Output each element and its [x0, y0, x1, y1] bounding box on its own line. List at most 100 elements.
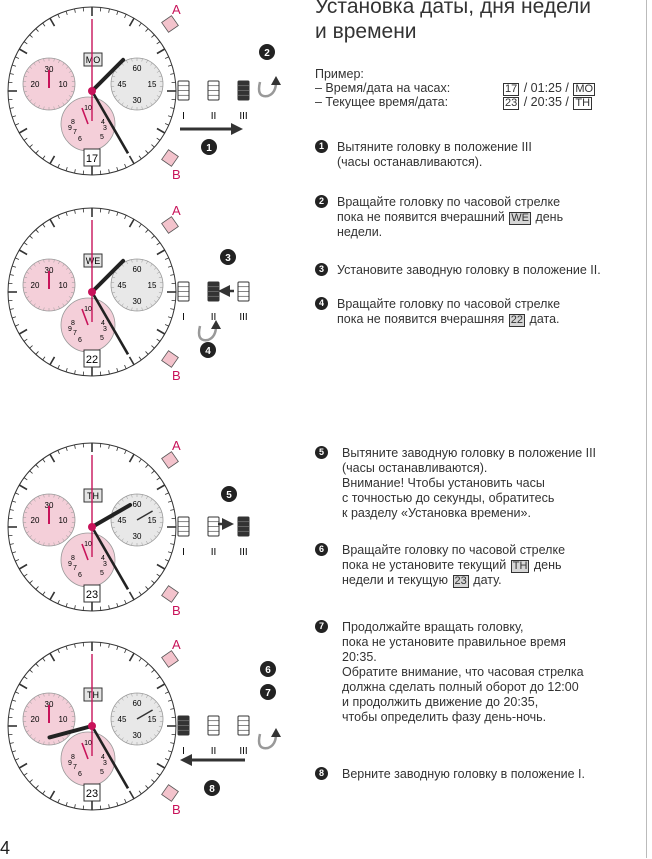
tick-mark	[130, 219, 135, 227]
tick-mark	[19, 485, 27, 490]
tick-mark	[50, 18, 55, 26]
tick-mark	[24, 677, 27, 679]
tick-mark	[10, 108, 14, 109]
rotate-arrow-icon	[259, 76, 281, 96]
tick-mark	[146, 230, 149, 233]
tick-mark	[168, 65, 172, 66]
tick-mark	[75, 370, 76, 374]
tick-mark	[75, 169, 76, 173]
subdial-label: 5	[100, 134, 104, 141]
tick-mark	[19, 250, 27, 255]
tick-mark	[151, 346, 154, 349]
tick-mark	[130, 18, 135, 26]
tick-mark	[151, 780, 154, 783]
tick-mark	[43, 791, 45, 794]
subdial-label: 10	[59, 80, 68, 89]
step-marker: 1	[201, 139, 217, 155]
tick-mark	[109, 9, 110, 13]
tick-mark	[109, 370, 110, 374]
tick-mark	[50, 156, 55, 164]
date-text: 22	[86, 354, 98, 366]
day-text: TH	[87, 491, 99, 501]
tick-mark	[130, 791, 135, 799]
day-text: WE	[86, 256, 101, 266]
step-marker-number: 5	[226, 490, 232, 501]
tick-mark	[151, 145, 154, 148]
crown-position-label: II	[211, 746, 217, 757]
tick-mark	[157, 243, 160, 245]
step-marker: 2	[259, 44, 275, 60]
tick-mark	[30, 670, 33, 673]
subdial-label: 9	[68, 760, 72, 767]
tick-mark	[117, 368, 118, 372]
pusher-b	[162, 351, 179, 368]
tick-mark	[117, 167, 118, 171]
tick-mark	[139, 658, 141, 661]
subdial-label: 5	[100, 769, 104, 776]
crown-position-label: II	[211, 547, 217, 558]
subdial-label: 15	[148, 281, 157, 290]
tick-mark	[36, 230, 39, 233]
tick-mark	[109, 210, 110, 214]
crown-position-label: III	[239, 312, 247, 323]
tick-mark	[10, 709, 14, 710]
tick-mark	[146, 785, 149, 788]
pusher-b-label: B	[172, 603, 181, 618]
subdial-label: 10	[59, 516, 68, 525]
tick-mark	[58, 365, 60, 369]
tick-mark	[170, 743, 174, 744]
step-marker: 3	[220, 249, 236, 265]
tick-mark	[165, 57, 169, 59]
tick-mark	[66, 11, 67, 15]
pusher-a-label: A	[172, 203, 181, 218]
tick-mark	[36, 465, 39, 468]
tick-mark	[19, 764, 27, 769]
tick-mark	[30, 35, 33, 38]
tick-mark	[170, 108, 174, 109]
crown-position-label: I	[182, 746, 185, 757]
tick-mark	[151, 236, 154, 239]
tick-mark	[66, 603, 67, 607]
tick-mark	[30, 346, 33, 349]
tick-mark	[58, 215, 60, 219]
pusher-a	[162, 217, 179, 234]
arrow-head-icon	[231, 123, 243, 135]
tick-mark	[139, 156, 141, 159]
tick-mark	[165, 692, 169, 694]
tick-mark	[66, 212, 67, 216]
step-marker: 7	[260, 684, 276, 700]
step-marker-number: 8	[209, 784, 215, 795]
pusher-a	[162, 651, 179, 668]
crown-position-label: I	[182, 312, 185, 323]
tick-mark	[139, 459, 141, 462]
pusher-b-label: B	[172, 368, 181, 383]
tick-mark	[139, 791, 141, 794]
tick-mark	[58, 450, 60, 454]
subdial-label: 7	[73, 764, 77, 771]
subdial-label: 10	[59, 281, 68, 290]
tick-mark	[157, 138, 160, 140]
tick-mark	[157, 677, 160, 679]
tick-mark	[12, 317, 16, 318]
subdial-label: 30	[133, 297, 142, 306]
rotate-arrow-icon	[199, 320, 221, 340]
subdial-label: 5	[100, 335, 104, 342]
tick-mark	[24, 574, 27, 576]
tick-mark	[12, 65, 16, 66]
tick-mark	[117, 802, 118, 806]
tick-mark	[58, 649, 60, 653]
tick-mark	[15, 493, 19, 495]
tick-mark	[165, 493, 169, 495]
tick-mark	[12, 501, 16, 502]
tick-mark	[165, 560, 169, 562]
subdial-label: 5	[100, 570, 104, 577]
tick-mark	[170, 510, 174, 511]
tick-mark	[43, 658, 45, 661]
subdial-label: 60	[133, 500, 142, 509]
tick-mark	[15, 759, 19, 761]
tick-mark	[168, 700, 172, 701]
step-marker-number: 1	[206, 143, 212, 154]
crown-position-label: III	[239, 111, 247, 122]
